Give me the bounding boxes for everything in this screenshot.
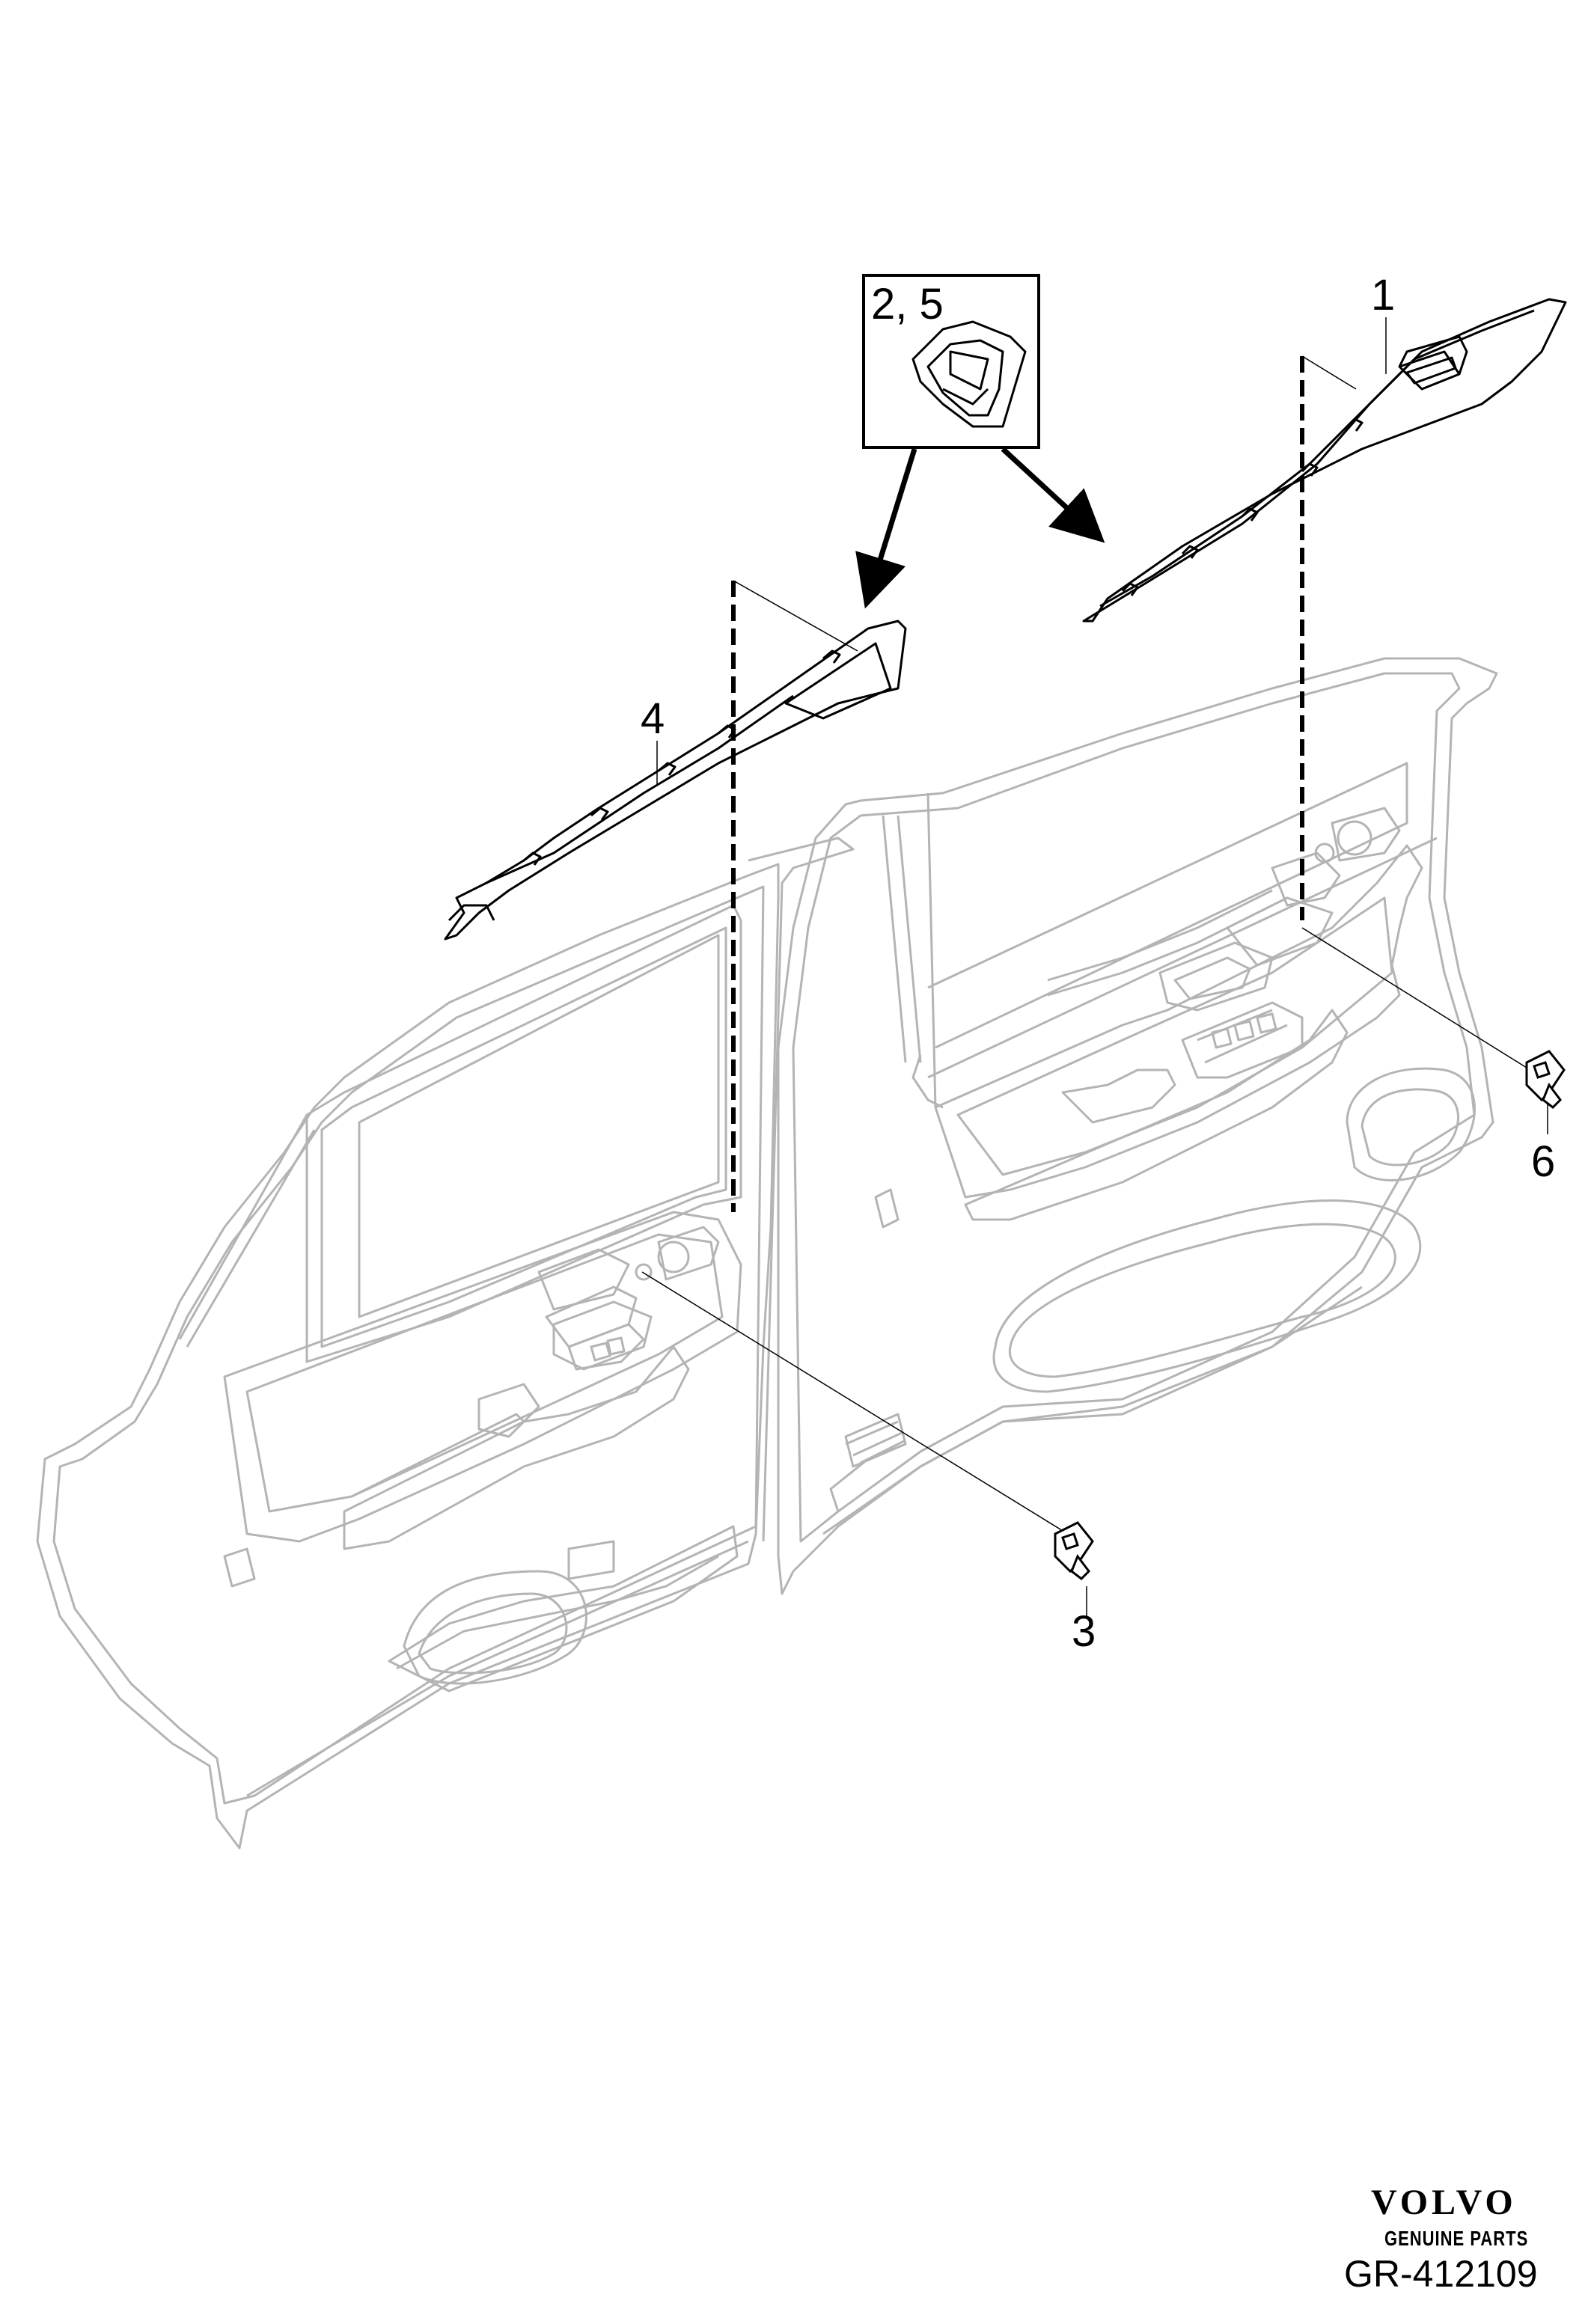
leader-lines (641, 317, 1548, 1616)
figure-id-label: GR-412109 (1344, 2253, 1538, 2295)
alignment-dashed-lines (731, 356, 1304, 1212)
screw-part-6 (1525, 1050, 1566, 1109)
screw-part-3 (1054, 1521, 1094, 1580)
callout-part-2-5: 2, 5 (871, 280, 944, 328)
rear-upper-trim-part (444, 620, 907, 941)
front-door-outline (777, 657, 1498, 1595)
pointer-arrows (855, 447, 1105, 609)
clip-part-icon (911, 320, 1027, 428)
clip-inset-box (862, 274, 1040, 449)
rear-door-outline (36, 837, 855, 1850)
callout-part-6: 6 (1531, 1137, 1556, 1186)
brand-tagline: GENUINE PARTS (1384, 2227, 1529, 2251)
callout-part-3: 3 (1072, 1607, 1096, 1656)
callout-part-4: 4 (641, 694, 665, 743)
front-upper-trim-part (1082, 298, 1567, 623)
callout-part-1: 1 (1371, 271, 1396, 319)
arrow-to-front-trim (1001, 447, 1105, 543)
brand-logo-text: VOLVO (1371, 2183, 1517, 2222)
arrow-to-rear-trim (855, 447, 917, 609)
